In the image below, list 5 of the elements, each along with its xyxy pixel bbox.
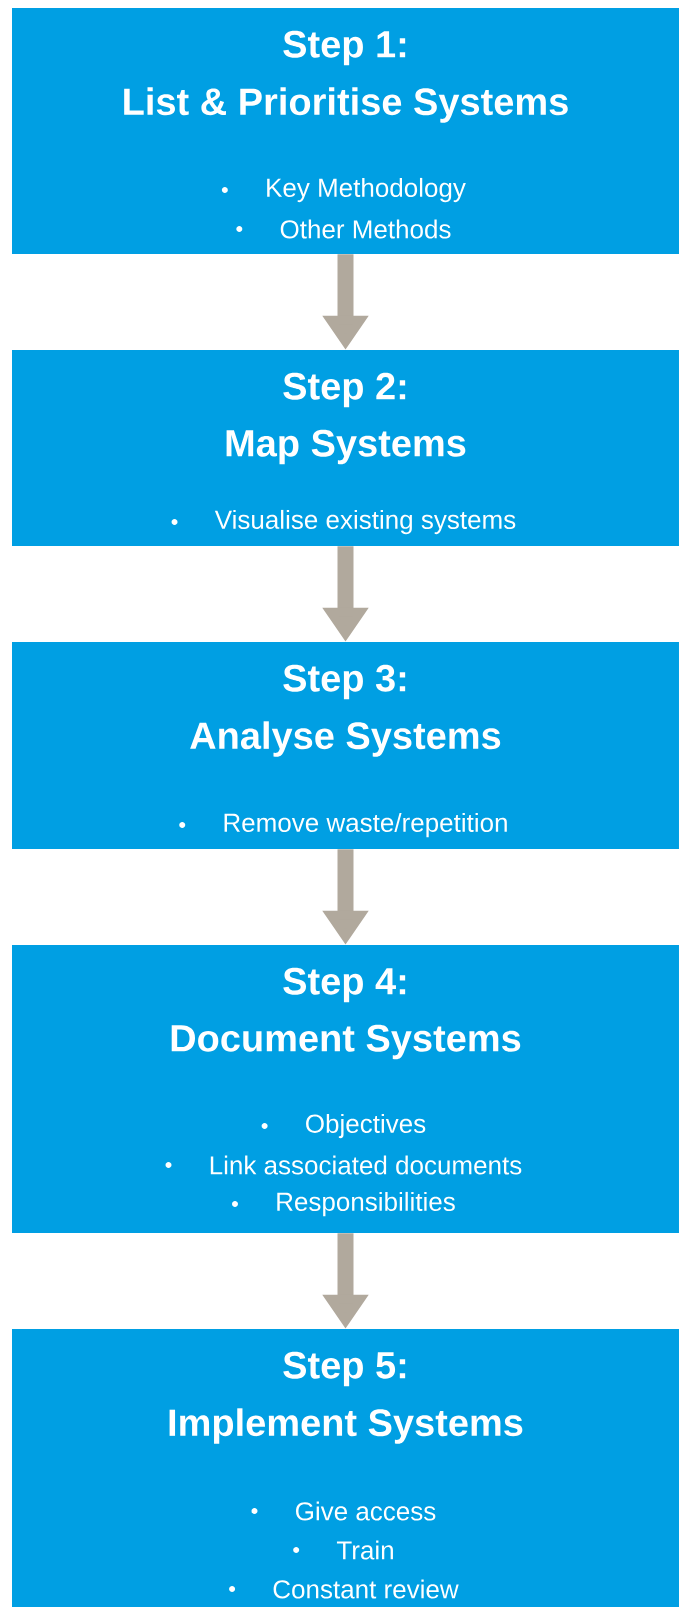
step-box: Step 5: Implement Systems Give access Train Constant review [12, 1329, 679, 1607]
step-box: Step 3: Analyse Systems Remove waste/repetition [12, 642, 679, 849]
step-box: Step 4: Document Systems Objectives Link associated documents Responsibilities [12, 945, 679, 1233]
step-box: Step 2: Map Systems Visualise existing systems [12, 350, 679, 546]
step-box: Step 1: List & Prioritise Systems Key Methodology Other Methods [12, 8, 679, 254]
